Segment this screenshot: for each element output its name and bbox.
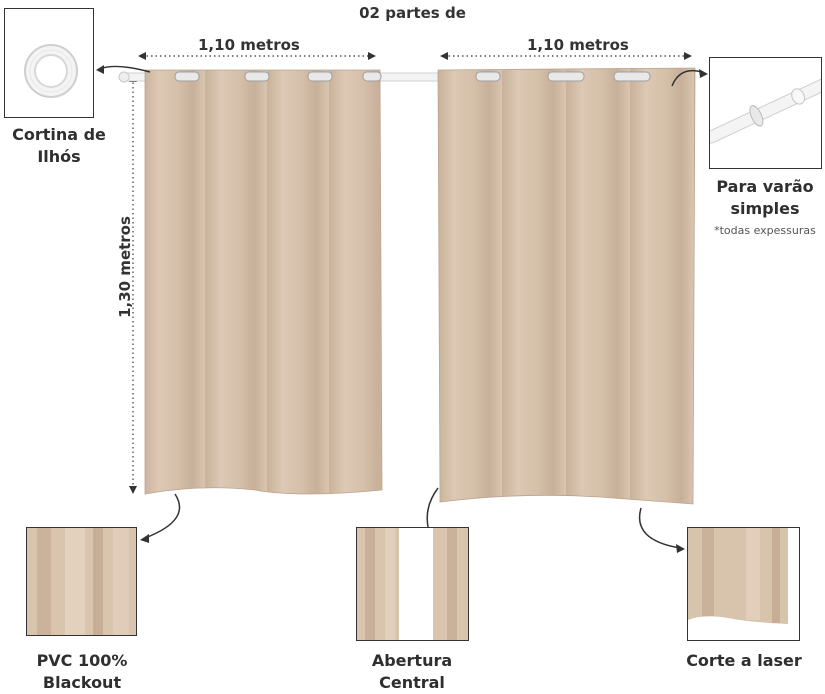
laser-detail-box — [687, 527, 800, 641]
right-curtain-panel — [437, 67, 696, 505]
grommets-right — [475, 71, 651, 82]
width-left-label: 1,10 metros — [198, 36, 300, 54]
width-right-label: 1,10 metros — [527, 36, 629, 54]
pvc-detail-box — [26, 527, 137, 636]
grommet-detail-box — [4, 8, 94, 118]
laser-cut-image — [688, 528, 788, 624]
rod-detail-box — [709, 57, 822, 169]
laser-label: Corte a laser — [686, 651, 802, 670]
opening-label: Abertura Central — [371, 651, 453, 692]
curtain-rod-icon — [710, 76, 821, 144]
left-curtain-panel — [144, 69, 383, 495]
pvc-label: PVC 100% Blackout — [36, 651, 128, 692]
product-title: 02 partes de — [359, 4, 466, 22]
rod-label: Para varão simples — [716, 177, 814, 218]
fabric-texture-image — [27, 528, 136, 635]
opening-detail-box — [356, 527, 469, 641]
grommet-label: Cortina de Ilhós — [12, 125, 106, 166]
grommets-left — [174, 71, 382, 82]
rod-note: *todas expessuras — [714, 224, 816, 237]
central-opening-image — [357, 528, 468, 640]
grommet-ring-icon — [24, 44, 78, 98]
